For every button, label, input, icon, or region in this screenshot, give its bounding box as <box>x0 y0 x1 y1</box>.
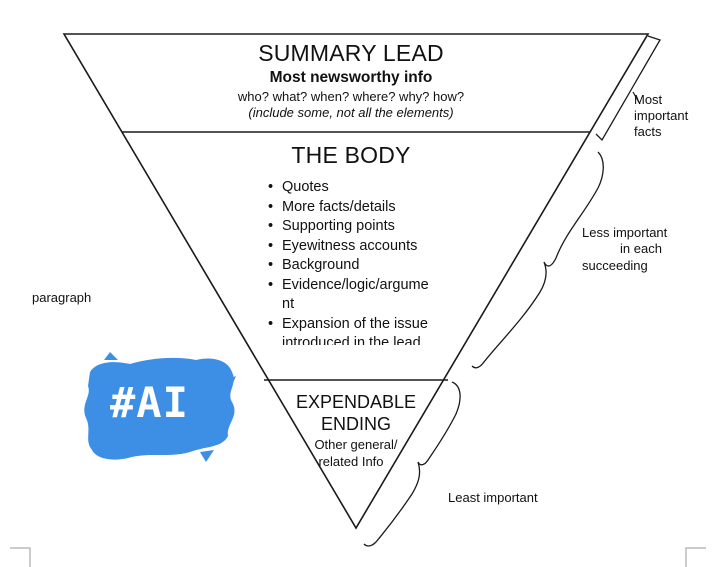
ai-badge-brush <box>84 357 235 460</box>
ending-title-line1: EXPENDABLE <box>295 392 417 412</box>
body-bullet-supporting: Supporting points <box>268 217 448 237</box>
summary-lead-title: SUMMARY LEAD <box>258 40 444 66</box>
less-important-label-line1: Less important <box>582 225 668 240</box>
ending-text-line2: related Info <box>318 454 384 469</box>
page-corner-mark-left <box>10 547 31 567</box>
body-bullet-list: Quotes More facts/details Supporting poi… <box>268 178 448 345</box>
most-important-label-line3: facts <box>634 124 662 139</box>
ending-text-line1: Other general/ <box>314 437 398 452</box>
most-important-pointer <box>632 91 641 105</box>
less-important-label-line2: in each <box>620 241 662 256</box>
summary-lead-questions: who? what? when? where? why? how? <box>237 89 465 104</box>
body-bullet-evidence: Evidence/logic/argume nt <box>268 276 432 315</box>
least-important-label: Least important <box>448 490 538 505</box>
most-important-brace <box>595 35 661 142</box>
less-important-brace <box>471 151 604 369</box>
summary-lead-note: (include some, not all the elements) <box>248 105 454 120</box>
body-bullet-quotes: Quotes <box>268 178 448 198</box>
body-bullet-list-viewport: Quotes More facts/details Supporting poi… <box>268 178 448 345</box>
body-bullet-background: Background <box>268 256 448 276</box>
page-corner-mark-right <box>685 547 706 567</box>
most-important-label-line2: important <box>634 108 689 123</box>
most-important-label-line1: Most <box>634 92 663 107</box>
paragraph-label: paragraph <box>32 290 92 305</box>
body-bullet-facts: More facts/details <box>268 198 448 218</box>
less-important-label-line3: succeeding <box>582 258 648 273</box>
body-bullet-eyewitness: Eyewitness accounts <box>268 237 448 257</box>
least-important-brace <box>363 381 461 547</box>
body-title: THE BODY <box>291 142 411 168</box>
summary-lead-subtitle: Most newsworthy info <box>269 69 433 86</box>
ending-title-line2: ENDING <box>320 414 391 434</box>
inverted-pyramid-outline <box>62 33 650 530</box>
body-bullet-expansion: Expansion of the issue introduced in the… <box>268 315 448 346</box>
ai-badge-label: #AI <box>110 378 189 427</box>
